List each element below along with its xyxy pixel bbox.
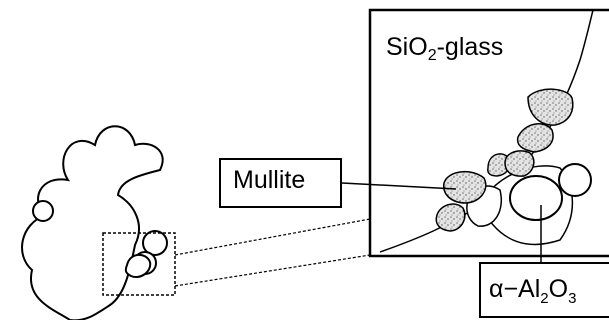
zoom-region-box — [102, 232, 176, 296]
mullite-grain — [516, 123, 554, 153]
mullite-leader-line — [341, 182, 457, 190]
sio2-glass-label-prefix: SiO — [386, 33, 428, 61]
mullite-label: Mullite — [233, 166, 306, 194]
small-particle — [124, 253, 152, 278]
mullite-grain — [443, 171, 487, 204]
alumina-label-subscript-2: 3 — [568, 290, 577, 307]
alumina-label-mid: O — [548, 275, 569, 303]
zoom-line-top — [174, 218, 371, 256]
alumina-label-prefix: α−Al — [489, 275, 541, 303]
sio2-glass-label-subscript: 2 — [427, 47, 437, 64]
zoom-line-bottom — [174, 254, 371, 287]
mullite-grain — [435, 203, 466, 232]
alumina-label: α−Al2O3 — [489, 275, 577, 307]
alumina-label-box — [479, 262, 609, 318]
mullite-grain — [504, 150, 535, 177]
mullite-label-box — [219, 158, 342, 208]
mullite-grain — [527, 88, 574, 126]
small-particle — [142, 230, 168, 256]
alumina-grain — [509, 175, 563, 221]
sio2-glass-label: SiO2-glass — [386, 33, 504, 64]
alumina-label-subscript-1: 2 — [540, 290, 549, 307]
agglomerate-outline — [21, 125, 164, 320]
alumina-grain — [558, 163, 592, 197]
small-particle — [32, 200, 54, 222]
sio2-glass-label-suffix: -glass — [436, 33, 504, 61]
